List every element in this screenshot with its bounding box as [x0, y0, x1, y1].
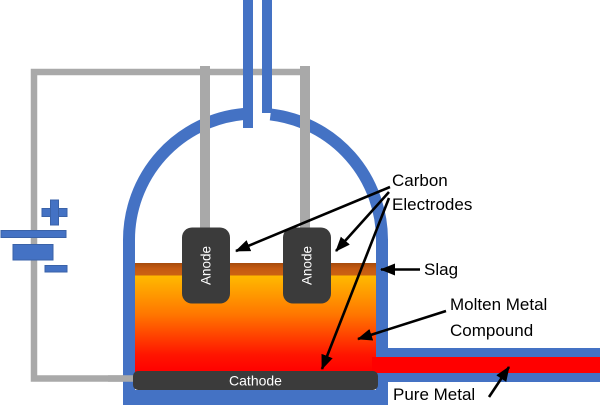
battery — [0, 199, 68, 273]
outlet-pipe-bottom — [376, 373, 600, 382]
arrow-carbon-to-right-anode — [335, 191, 390, 252]
label-carbon-electrodes-line2: Electrodes — [392, 195, 472, 214]
anode-left-label: Anode — [199, 246, 214, 285]
cathode: Cathode — [133, 371, 378, 390]
arrow-pure-metal — [487, 366, 511, 398]
left-wall — [123, 239, 135, 405]
right-wall-upper — [376, 239, 388, 357]
anode-left: Anode — [182, 227, 230, 304]
left-electrode-stem — [200, 66, 210, 248]
label-molten-metal-line2: Compound — [450, 321, 533, 340]
label-slag: Slag — [424, 260, 458, 279]
molten-metal-pool — [135, 275, 376, 372]
dome-right-arc — [269, 108, 389, 242]
anode-left-body — [182, 227, 230, 304]
chimney-right-wall — [262, 0, 272, 113]
cathode-body — [133, 371, 378, 390]
label-pure-metal: Pure Metal — [393, 385, 475, 404]
arrow-molten-compound — [357, 309, 447, 341]
anode-right: Anode — [283, 227, 331, 304]
chimney-left-wall — [243, 0, 253, 128]
furnace-base — [123, 390, 388, 405]
right-electrode-stem — [300, 66, 310, 248]
battery-plate-short — [12, 244, 54, 261]
battery-plus-icon — [41, 199, 68, 226]
battery-minus-icon — [44, 265, 68, 273]
label-carbon-electrodes-line1: Carbon — [392, 171, 448, 190]
arrow-carbon-to-cathode — [320, 197, 391, 370]
slag-layer — [135, 263, 376, 276]
arrow-carbon-to-left-anode — [235, 185, 391, 253]
anode-right-body — [283, 227, 331, 304]
anode-right-label: Anode — [300, 246, 315, 285]
outlet-pipe-top — [376, 348, 600, 357]
circuit-wire — [30, 68, 307, 382]
pure-metal-stream — [372, 357, 600, 373]
cathode-label: Cathode — [229, 373, 282, 389]
label-molten-metal-line1: Molten Metal — [450, 295, 547, 314]
dome-left-arc — [122, 108, 245, 242]
battery-plate-long — [0, 230, 67, 238]
